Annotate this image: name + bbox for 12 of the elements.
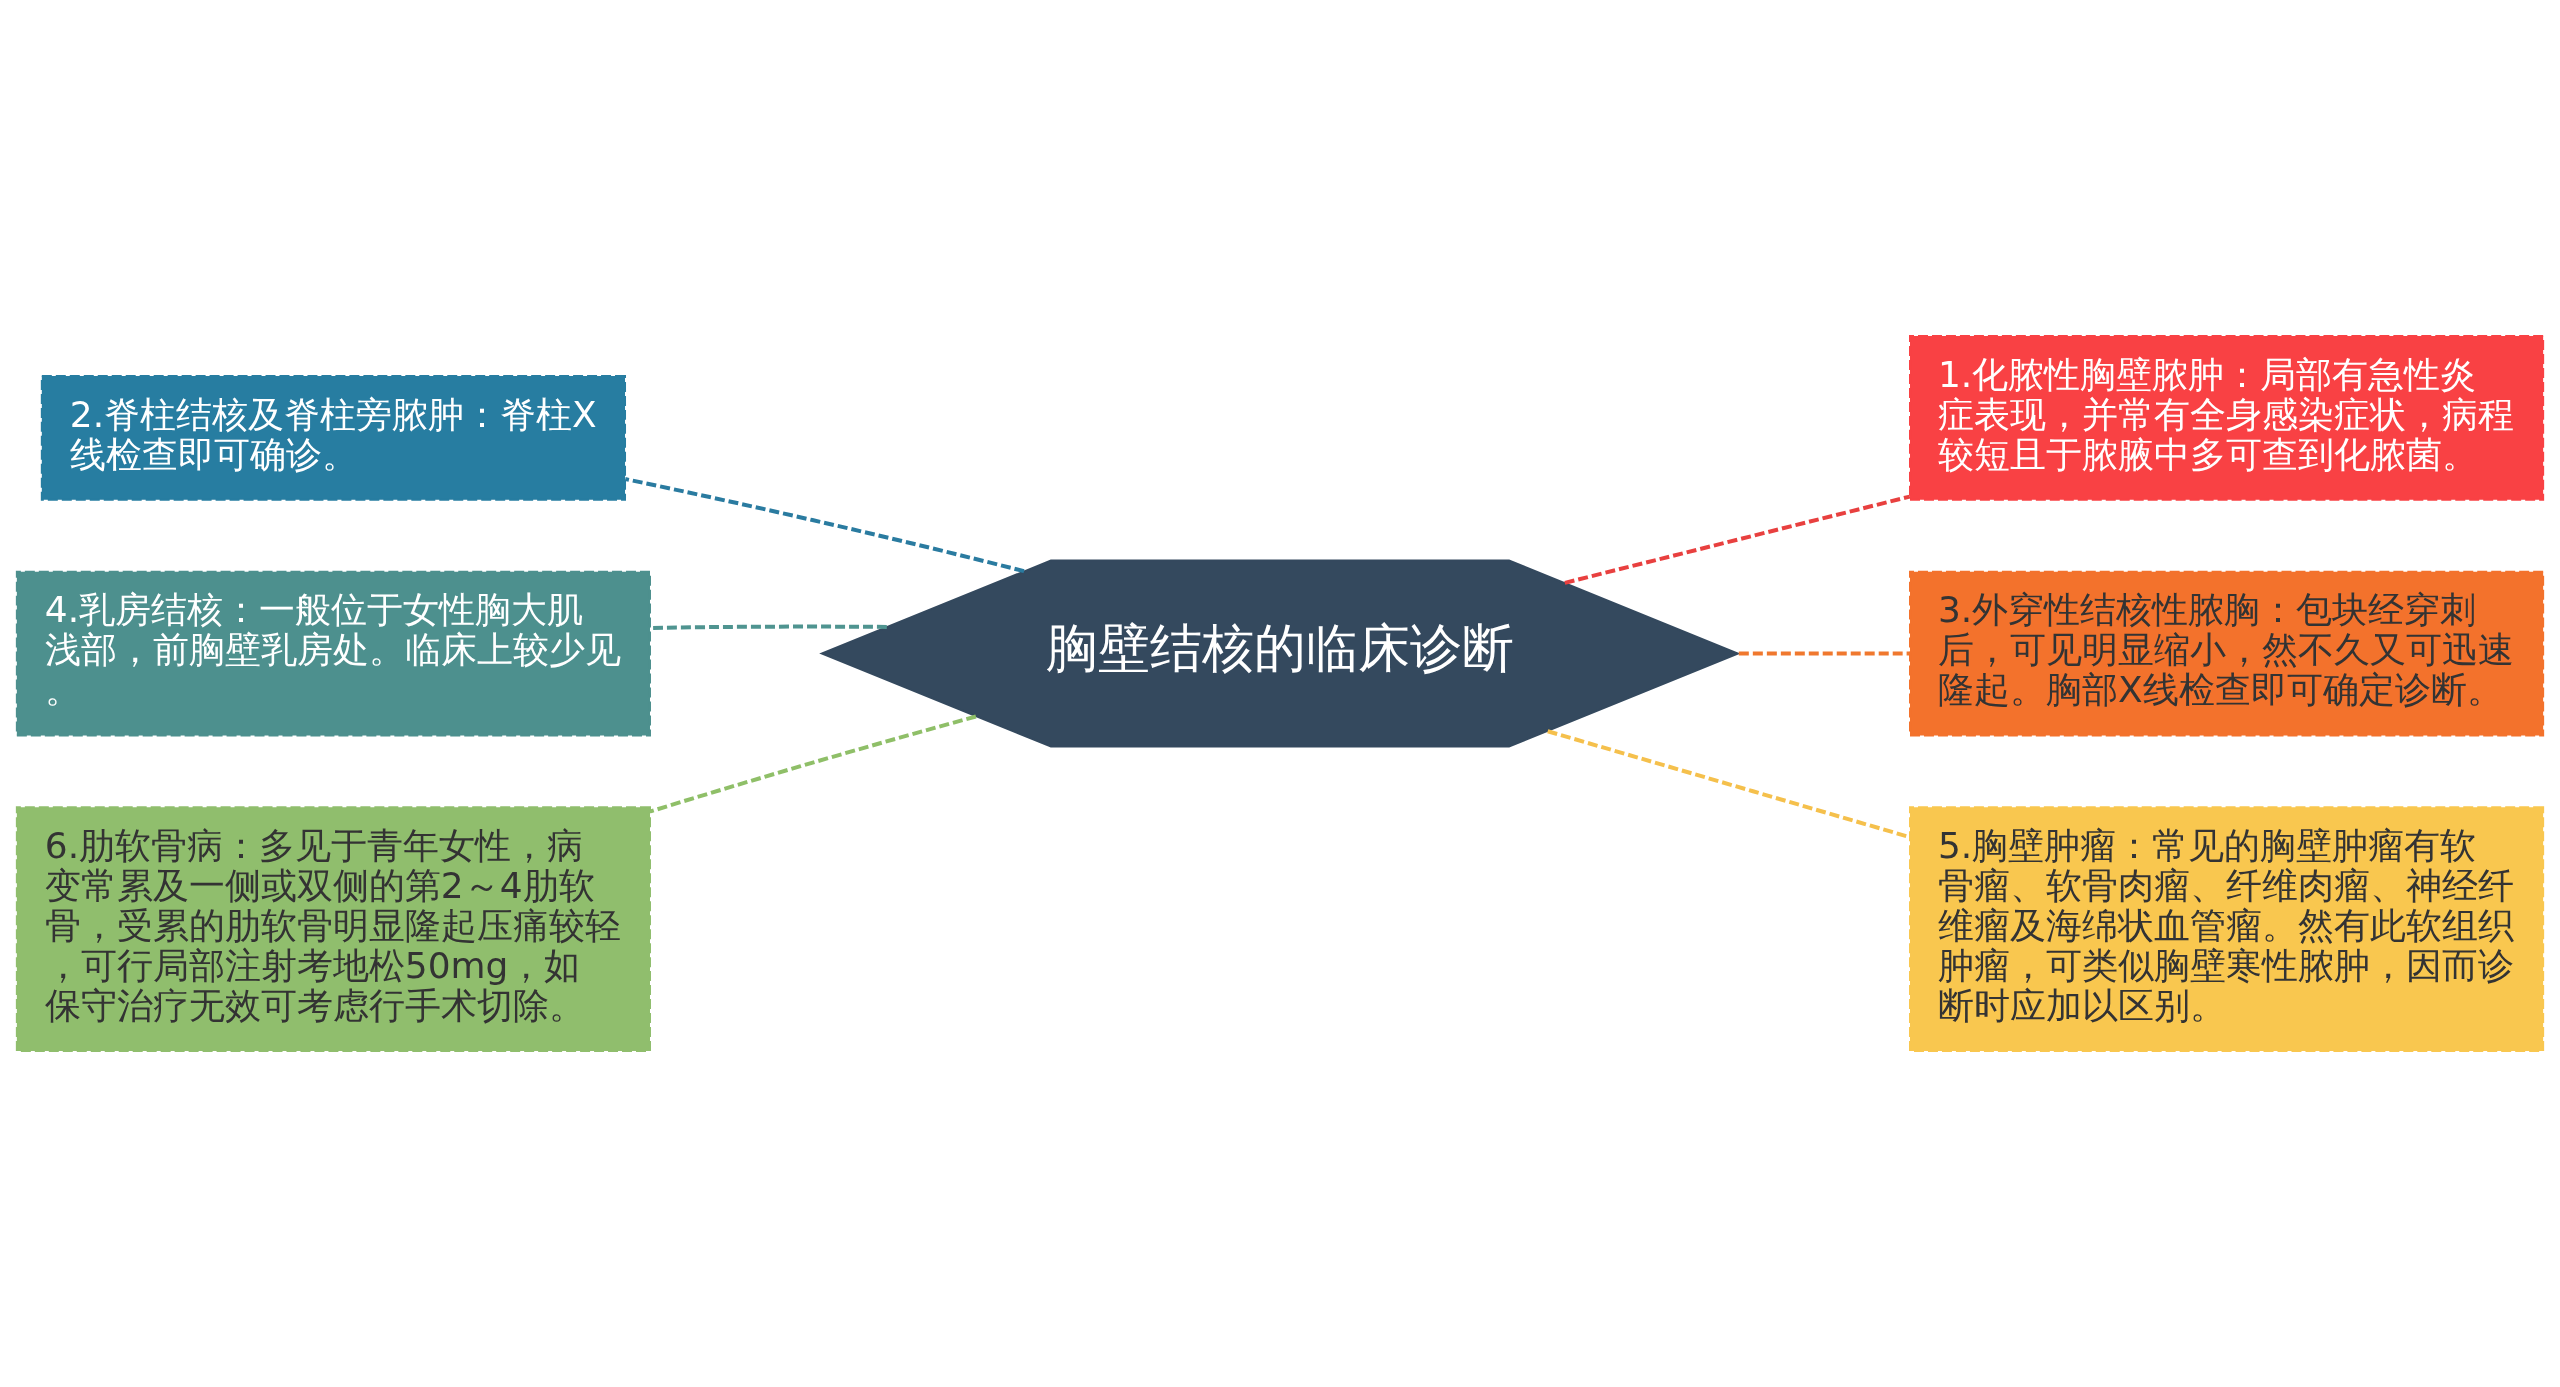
node-box: 5.胸壁肿瘤：常见的胸壁肿瘤有软骨瘤、软骨肉瘤、纤维肉瘤、神经纤维瘤及海绵状血管瘤。然有此软组织肿瘤，可类似胸壁寒性脓肿，因而诊断时应加以区别。 xyxy=(1909,806,2545,1052)
connector xyxy=(1738,651,1910,656)
connector xyxy=(1547,729,1910,839)
node-box: 1.化脓性胸壁脓肿：局部有急性炎症表现，并常有全身感染症状，病程较短且于脓腋中多可查到化脓菌。 xyxy=(1909,335,2545,501)
connector xyxy=(1564,494,1911,585)
node-box: 3.外穿性结核性脓胸：包块经穿刺后，可见明显缩小，然不久又可迅速隆起。胸部X线检查即可确定诊断。 xyxy=(1909,570,2545,737)
connector xyxy=(650,624,887,630)
connector xyxy=(650,714,977,814)
node-box: 2.脊柱结核及脊柱旁脓肿：脊柱X线检查即可确诊。 xyxy=(40,374,627,501)
connector xyxy=(624,477,1025,574)
node-box: 4.乳房结核：一般位于女性胸大肌浅部，前胸壁乳房处。临床上较少见。 xyxy=(15,570,651,737)
node-box: 6.肋软骨病：多见于青年女性，病变常累及一侧或双侧的第2～4肋软骨，受累的肋软骨明显隆起压痛较轻，可行局部注射考地松50mg，如保守治疗无效可考虑行手术切除。 xyxy=(15,806,651,1052)
